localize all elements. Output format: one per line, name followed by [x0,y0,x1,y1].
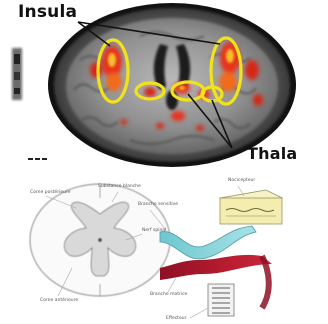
label-effector: Effecteur [166,316,186,321]
spinal-diagram-panel: Corne postérieure Substance blanche Bran… [0,168,328,324]
insula-label: Insula [18,2,77,22]
label-dorsal-root: Branche sensitive [138,202,178,207]
label-dorsal-horn: Corne postérieure [30,190,70,195]
nociceptor-box [220,190,282,224]
scale-marks [28,158,47,160]
brain-tissue [66,18,278,154]
label-nociceptor: Nocicepteur [228,178,255,183]
label-white-matter: Substance blanche [98,184,141,189]
sensory-nerve [160,226,256,259]
brain-scan-image [0,0,328,168]
spinal-cord [30,184,170,296]
side-fragment [12,48,22,100]
motor-nerve [160,255,272,280]
label-spinal-nerve: Nerf spinal [142,228,166,233]
thalamus-label: Thala [247,144,297,163]
label-ventral-horn: Corne antérieure [40,298,78,303]
label-ventral-root: Branche motrice [150,292,187,297]
brain-scan-panel: Insula Thala [0,0,328,168]
effector-muscle [208,284,234,316]
